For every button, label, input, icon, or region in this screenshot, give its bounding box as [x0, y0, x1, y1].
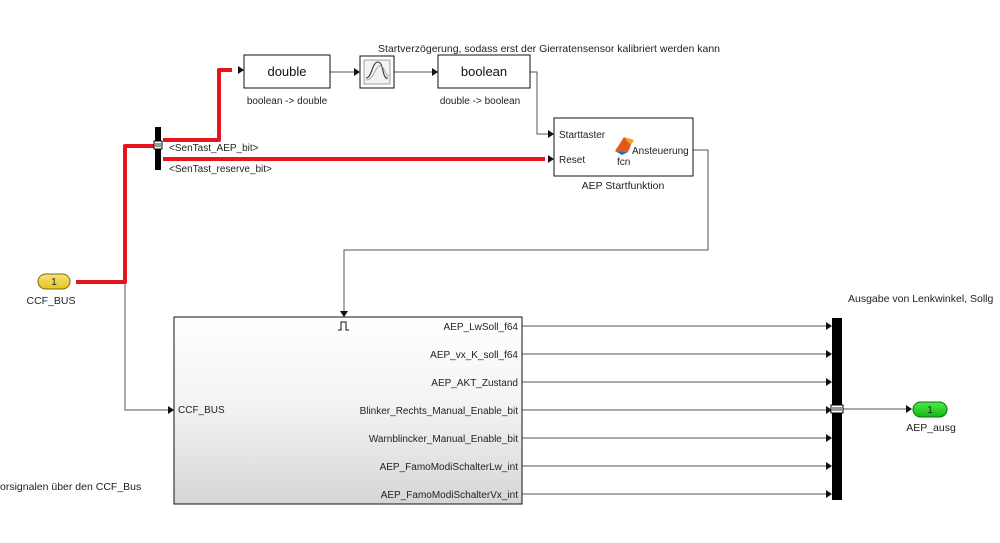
subsystem-input-label: CCF_BUS [178, 405, 225, 416]
subsystem-output-port-label: AEP_vx_K_soll_f64 [430, 350, 518, 361]
ansteuerung-port-label: Ansteuerung [632, 146, 689, 157]
arrowhead [826, 434, 832, 442]
arrowhead [168, 406, 174, 414]
arrowhead [826, 378, 832, 386]
triggered-subsystem[interactable]: CCF_BUS AEP_LwSoll_f64AEP_vx_K_soll_f64A… [173, 316, 523, 505]
arrowhead [826, 490, 832, 498]
delay-annotation: Startverzögerung, sodass erst der Gierra… [378, 43, 720, 55]
highlighted-wire-selector-to-double[interactable] [163, 68, 232, 142]
fcn-label: fcn [617, 157, 630, 168]
outport-aep-ausg[interactable]: 1 AEP_ausg [906, 401, 956, 434]
delay-block[interactable] [359, 55, 395, 89]
bus-selector-port [153, 140, 163, 150]
bus-creator-port [830, 404, 844, 414]
boolean-block-shape[interactable] [437, 54, 531, 89]
startfunktion-block-label: AEP Startfunktion [582, 180, 665, 192]
arrowhead [548, 130, 554, 138]
double-block-label: boolean -> double [247, 96, 328, 107]
output-annotation: Ausgabe von Lenkwinkel, Sollg [848, 293, 994, 305]
arrowhead [340, 311, 348, 317]
inport-label: CCF_BUS [26, 295, 75, 307]
wire-ansteuerung-to-trigger[interactable] [343, 149, 709, 311]
selector-signal-aep-bit: <SenTast_AEP_bit> [169, 143, 259, 154]
aep-startfunktion-block[interactable]: Starttaster Reset Ansteuerung fcn AEP St… [553, 117, 694, 192]
bus-creator[interactable] [830, 318, 844, 500]
subsystem-output-port-label: AEP_FamoModiSchalterVx_int [381, 490, 519, 501]
reset-port-label: Reset [559, 155, 585, 166]
outport-label: AEP_ausg [906, 422, 956, 434]
arrowhead [826, 406, 832, 414]
boolean-block-title: boolean [461, 64, 507, 79]
subsystem-output-wires [522, 322, 832, 498]
input-annotation: orsignalen über den CCF_Bus [0, 481, 141, 493]
wire-bus-to-subsystem[interactable] [124, 282, 168, 411]
arrowhead [548, 155, 554, 163]
arrowhead [238, 66, 244, 74]
arrowhead [432, 68, 438, 76]
subsystem-shape[interactable] [173, 316, 523, 505]
subsystem-output-port-label: Warnblincker_Manual_Enable_bit [369, 434, 518, 445]
double-block-title: double [267, 64, 306, 79]
inport-ccf-bus[interactable]: 1 CCF_BUS [26, 273, 76, 307]
signal-delay-icon [363, 59, 391, 85]
convert-to-boolean-block[interactable]: boolean double -> boolean [437, 54, 531, 107]
arrowhead [826, 322, 832, 330]
outport-shape[interactable] [912, 401, 948, 418]
wire-boolean-to-starttaster[interactable] [530, 71, 548, 135]
selector-signal-reserve-bit: <SenTast_reserve_bit> [169, 164, 272, 175]
subsystem-output-port-label: AEP_LwSoll_f64 [444, 322, 519, 333]
arrowhead [354, 68, 360, 76]
inport-shape[interactable] [37, 273, 71, 290]
arrowhead [826, 462, 832, 470]
highlighted-wire-inport-to-selector[interactable] [76, 144, 154, 284]
boolean-block-label: double -> boolean [440, 96, 520, 107]
double-block-shape[interactable] [243, 54, 331, 89]
arrowhead [826, 350, 832, 358]
outport-number: 1 [927, 405, 933, 416]
subsystem-output-port-label: AEP_AKT_Zustand [431, 378, 518, 389]
subsystem-output-port-label: AEP_FamoModiSchalterLw_int [380, 462, 519, 473]
inport-number: 1 [51, 277, 57, 288]
bus-selector[interactable]: <SenTast_AEP_bit> <SenTast_reserve_bit> [153, 127, 272, 175]
convert-to-double-block[interactable]: double boolean -> double [243, 54, 331, 107]
subsystem-output-labels: AEP_LwSoll_f64AEP_vx_K_soll_f64AEP_AKT_Z… [360, 322, 519, 501]
starttaster-port-label: Starttaster [559, 130, 606, 141]
trigger-icon [338, 321, 349, 331]
subsystem-output-port-label: Blinker_Rechts_Manual_Enable_bit [360, 406, 519, 417]
arrowhead [906, 405, 912, 413]
matlab-function-icon [615, 137, 634, 155]
